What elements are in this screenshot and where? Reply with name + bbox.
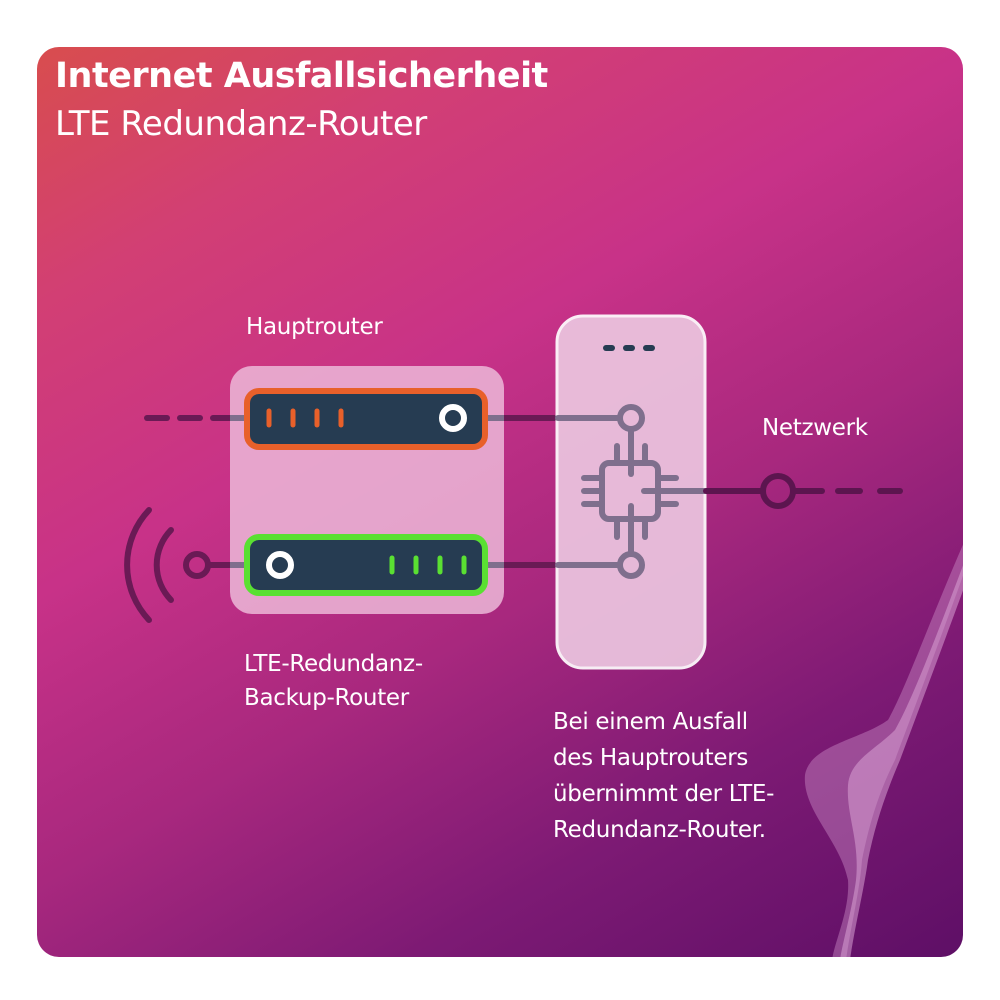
network-wire <box>703 473 903 509</box>
main-router-label: Hauptrouter <box>246 314 383 340</box>
description-line: Redundanz-Router. <box>553 817 766 843</box>
decorative-swoosh <box>804 540 963 957</box>
page-subtitle: LTE Redundanz-Router <box>55 104 427 144</box>
description-line: übernimmt der LTE- <box>553 781 775 807</box>
main-router-icon[interactable] <box>244 388 488 450</box>
backup-router-label-line1: LTE-Redundanz- <box>244 651 423 677</box>
description-line: des Hauptrouters <box>553 745 749 771</box>
chip-icon <box>555 404 707 579</box>
page-title: Internet Ausfallsicherheit <box>55 56 548 96</box>
backup-router-icon[interactable] <box>244 534 488 596</box>
network-label: Netzwerk <box>762 415 868 441</box>
backup-router-label-line2: Backup-Router <box>244 685 409 711</box>
description-line: Bei einem Ausfall <box>553 709 748 735</box>
wireless-signal-icon <box>124 507 235 623</box>
